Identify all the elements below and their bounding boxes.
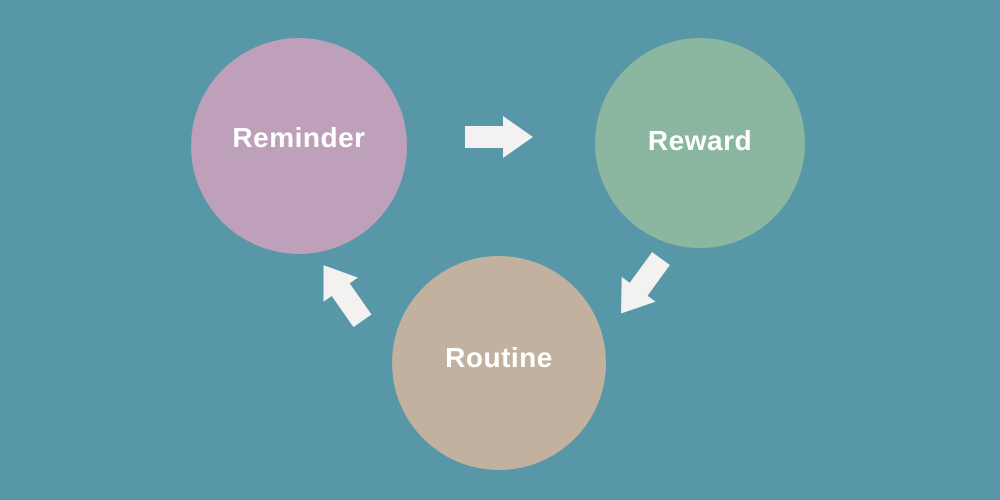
node-reward-label: Reward	[648, 125, 752, 156]
arrow-routine-to-reminder	[323, 265, 372, 328]
node-routine-circle	[392, 256, 606, 470]
node-reminder-label: Reminder	[232, 122, 365, 153]
node-routine-label: Routine	[445, 342, 553, 373]
node-reminder-circle	[191, 38, 407, 254]
arrow-reward-to-routine	[621, 252, 670, 314]
node-reward-circle	[595, 38, 805, 248]
arrow-reminder-to-reward	[465, 116, 533, 158]
